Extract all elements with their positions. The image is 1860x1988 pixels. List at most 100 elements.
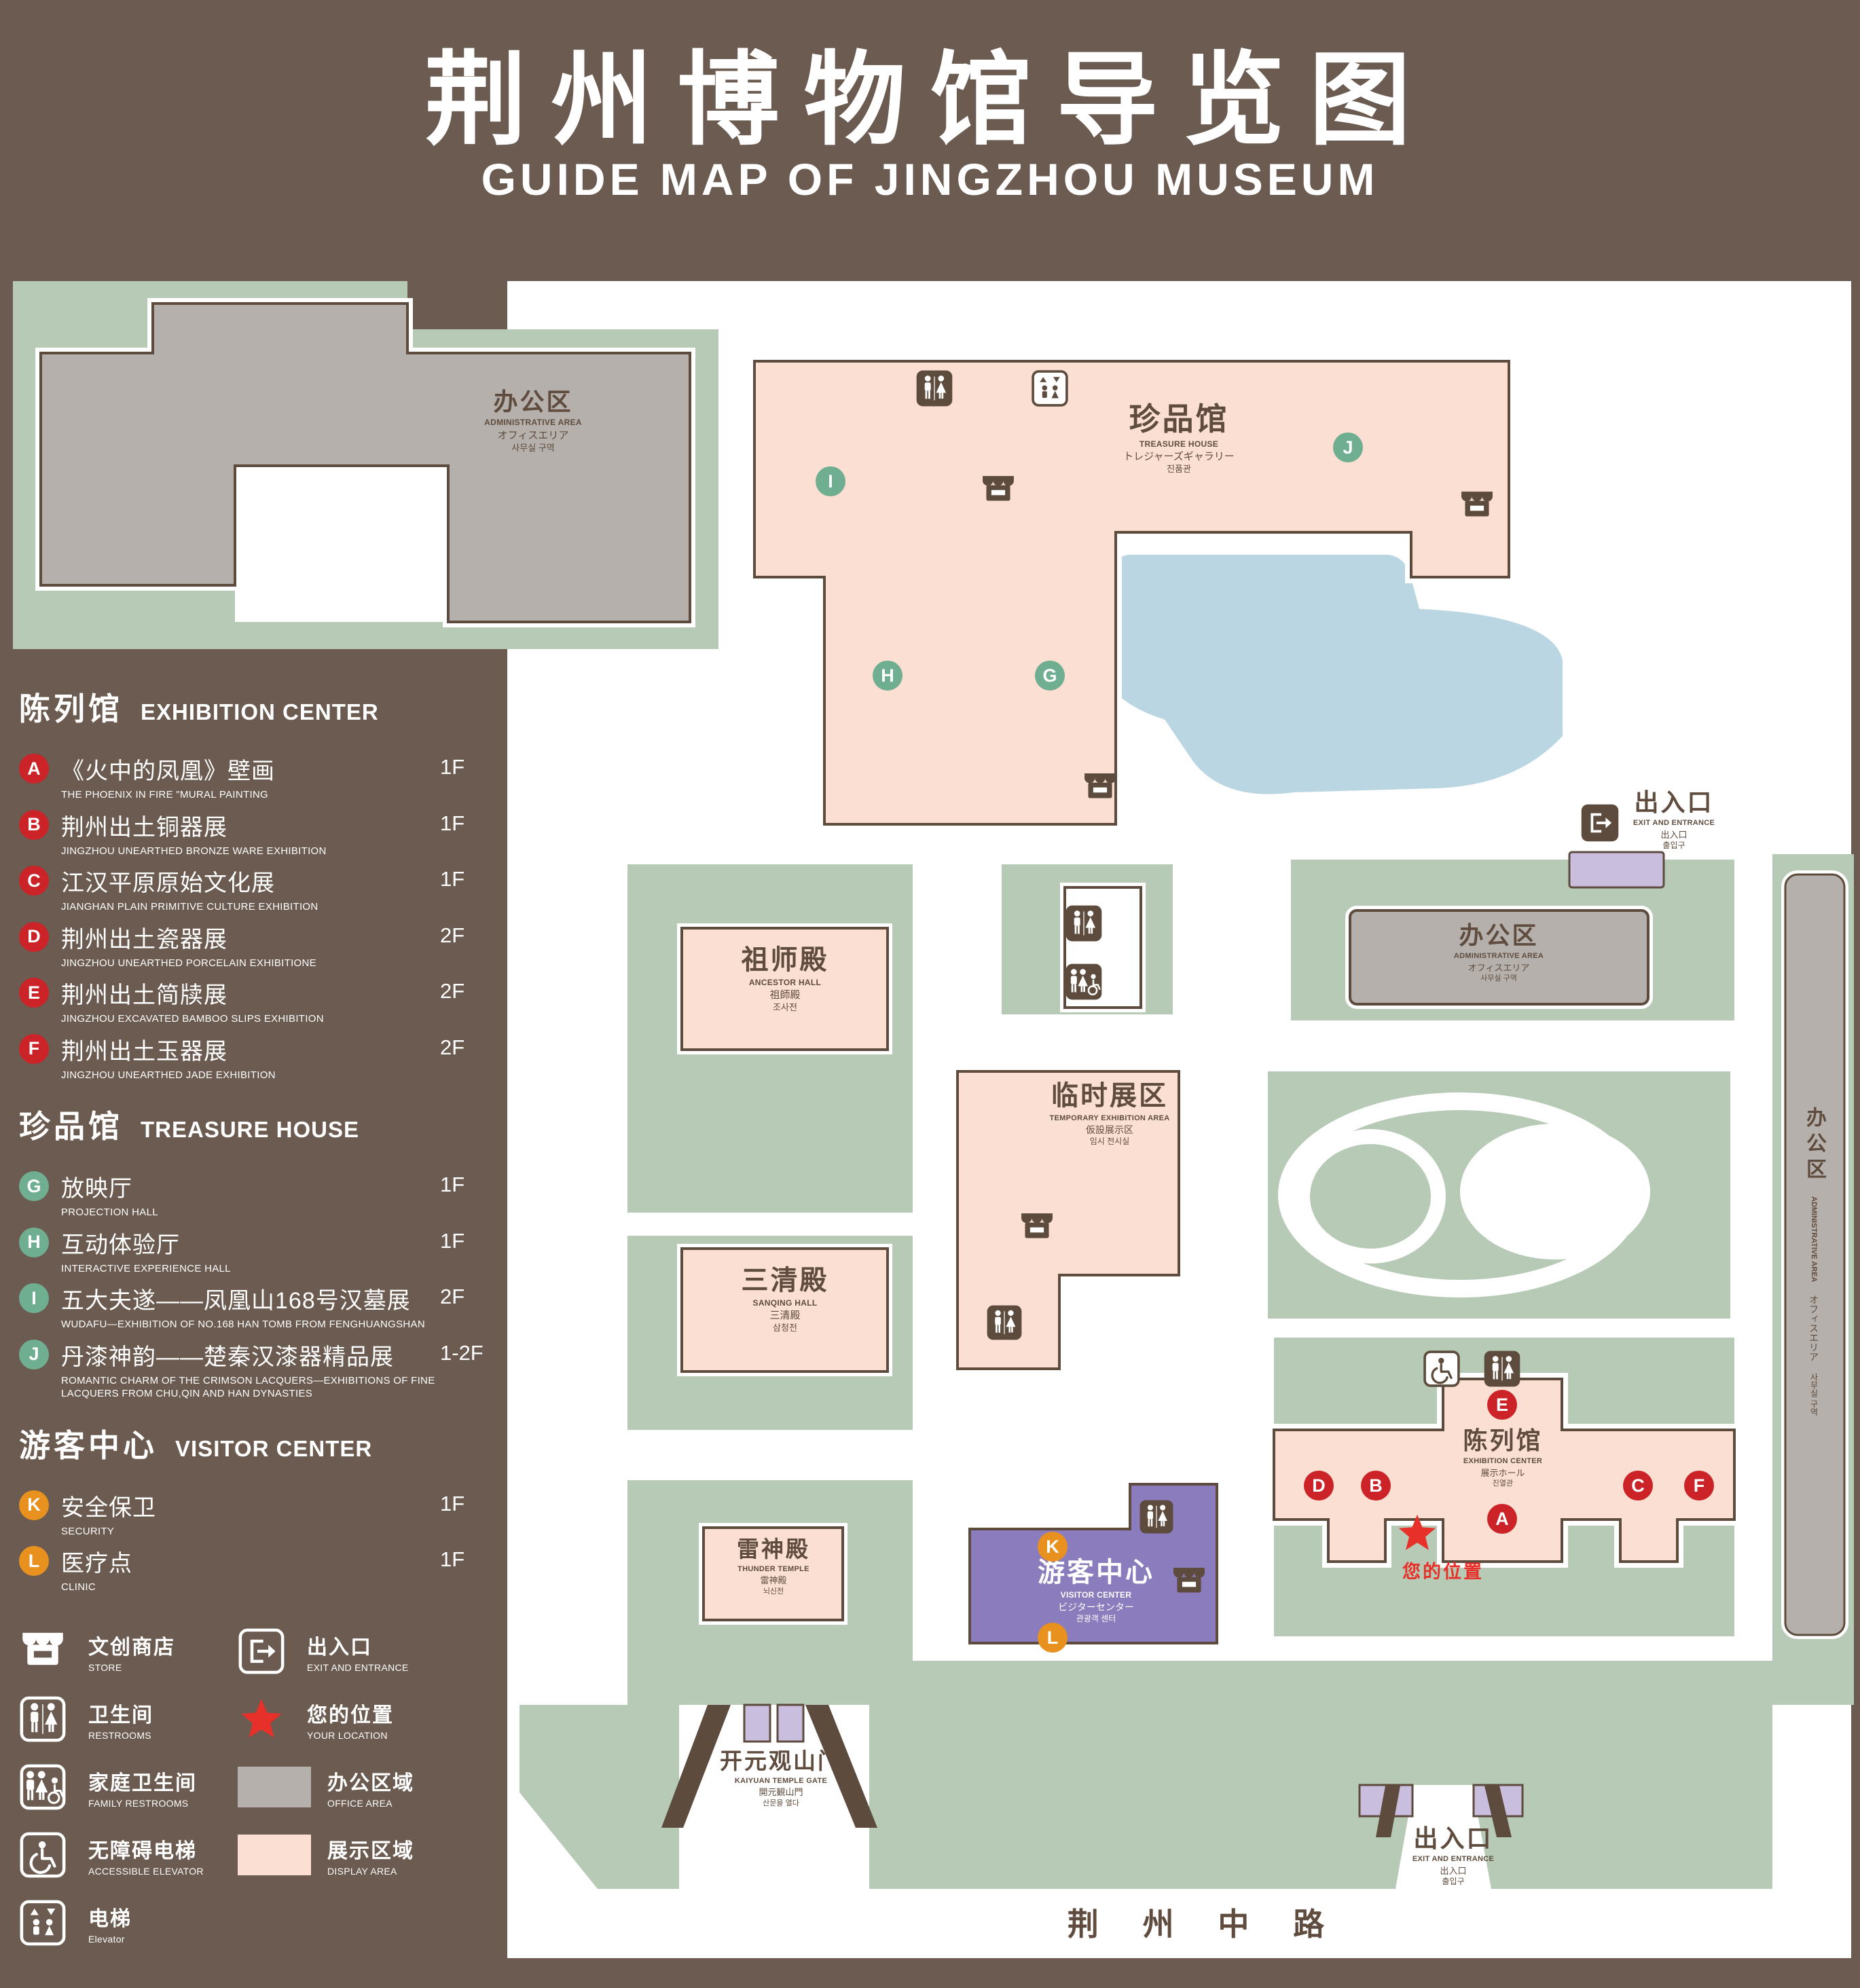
label-ancestor-hall: 祖师殿 ANCESTOR HALL 祖師殿 조사전 [741, 945, 829, 1013]
map-marker-k: K [1038, 1532, 1068, 1562]
legend-item-k: K 安全保卫 SECURITY 1F [19, 1489, 525, 1539]
building-thunder-temple [702, 1526, 844, 1621]
marker-a: A [19, 754, 49, 784]
store-icon [19, 1627, 76, 1676]
legend-symbol-restroom: 卫生间 RESTROOMS [19, 1695, 238, 1744]
legend-item-e: E 荆州出土简牍展 JINGZHOU EXCAVATED BAMBOO SLIP… [19, 976, 525, 1026]
building-admin-tl [39, 302, 691, 623]
legend-panel: 陈列馆 EXHIBITION CENTER A 《火中的凤凰》壁画 THE PH… [19, 684, 525, 1615]
store-icon [1019, 1209, 1055, 1246]
store-icon [980, 472, 1017, 509]
map-marker-h: H [873, 661, 902, 691]
legend-symbol-family-restroom: 家庭卫生间 FAMILY RESTROOMS [19, 1763, 238, 1811]
legend-item-d: D 荆州出土瓷器展 JINGZHOU UNEARTHED PORCELAIN E… [19, 921, 525, 970]
marker-h: H [19, 1227, 49, 1257]
exit-icon [1580, 803, 1620, 843]
exit-icon [238, 1627, 295, 1676]
legend-item-h: H 互动体验厅 INTERACTIVE EXPERIENCE HALL 1F [19, 1226, 525, 1276]
restroom-icon [1063, 904, 1104, 942]
floor-badge: 1-2F [440, 1340, 484, 1365]
legend-symbol-location: 您的位置 YOUR LOCATION [238, 1695, 516, 1744]
legend-item-i: I 五大夫遂——凤凰山168号汉墓展 WUDAFU—EXHIBITION OF … [19, 1282, 525, 1331]
legend-item-g: G 放映厅 PROJECTION HALL 1F [19, 1170, 525, 1219]
map-marker-b: B [1361, 1471, 1391, 1501]
section-title-zh: 游客中心 [19, 1427, 158, 1463]
gate-pad-right [776, 1704, 805, 1743]
label-exhibition-center: 陈列馆 EXHIBITION CENTER 展示ホール 진열관 [1463, 1426, 1543, 1488]
section-title-zh: 陈列馆 [19, 691, 123, 726]
marker-b: B [19, 809, 49, 840]
legend-symbol-office-area: 办公区域 OFFICE AREA [238, 1763, 516, 1811]
marker-g: G [19, 1171, 49, 1201]
label-kaiyuan-gate: 开元观山门 KAIYUAN TEMPLE GATE 開元観山門 산문을 열다 [720, 1748, 842, 1807]
legend-symbol-display-area: 展示区域 DISPLAY AREA [238, 1830, 516, 1879]
legend-item-b: B 荆州出土铜器展 JINGZHOU UNEARTHED BRONZE WARE… [19, 809, 525, 858]
garden-plaza [1460, 1124, 1650, 1259]
map-marker-l: L [1038, 1623, 1068, 1653]
label-office-mid: 办公区 ADMINISTRATIVE AREA オフィスエリア 사무실 구역 [1453, 921, 1544, 983]
marker-e: E [19, 978, 49, 1008]
building-temporary-exhibition [956, 1070, 1180, 1370]
marker-j: J [19, 1339, 49, 1369]
map-marker-i: I [816, 466, 845, 496]
label-exit-bottom: 出入口 EXIT AND ENTRANCE 出入口 출입구 [1412, 1824, 1495, 1887]
floor-badge: 1F [440, 1228, 465, 1253]
map-marker-c: C [1623, 1471, 1653, 1501]
display-area-swatch [238, 1830, 315, 1879]
legend-symbol-elevator: 电梯 Elevator [19, 1898, 238, 1947]
restroom-icon [914, 369, 955, 407]
floor-badge: 1F [440, 1547, 465, 1571]
legend-item-c: C 江汉平原原始文化展 JIANGHAN PLAIN PRIMITIVE CUL… [19, 864, 525, 914]
map-marker-d: D [1304, 1471, 1334, 1501]
map-marker-f: F [1684, 1471, 1714, 1501]
accessible-elevator-icon [1423, 1350, 1461, 1388]
section-title-en: TREASURE HOUSE [141, 1117, 360, 1142]
legend-section-exhibition-center: 陈列馆 EXHIBITION CENTER A 《火中的凤凰》壁画 THE PH… [19, 684, 525, 1082]
label-treasure-house: 珍品馆 TREASURE HOUSE トレジャーズギャラリー 진품관 [1123, 401, 1235, 474]
legend-section-treasure-house: 珍品馆 TREASURE HOUSE G 放映厅 PROJECTION HALL… [19, 1102, 525, 1401]
label-road: 荆 州 中 路 [1067, 1907, 1343, 1942]
building-exhibition-center [1273, 1378, 1736, 1563]
legend-item-f: F 荆州出土玉器展 JINGZHOU UNEARTHED JADE EXHIBI… [19, 1033, 525, 1082]
floor-badge: 2F [440, 1035, 465, 1059]
legend-symbol-exit: 出入口 EXIT AND ENTRANCE [238, 1627, 516, 1676]
page-title: 荆州博物馆导览图 [424, 43, 1436, 157]
legend-symbol-accessible-elevator: 无障碍电梯 ACCESSIBLE ELEVATOR [19, 1830, 238, 1879]
section-title-en: EXHIBITION CENTER [141, 699, 379, 724]
legend-item-j: J 丹漆神韵——楚秦汉漆器精品展 ROMANTIC CHARM OF THE C… [19, 1338, 525, 1401]
legend-section-visitor-center: 游客中心 VISITOR CENTER K 安全保卫 SECURITY 1F L… [19, 1421, 525, 1594]
marker-i: I [19, 1283, 49, 1313]
building-admin-right [1784, 873, 1846, 1636]
family-restroom-icon [19, 1763, 76, 1811]
restroom-icon [985, 1304, 1024, 1341]
elevator-icon [19, 1898, 76, 1947]
floor-badge: 1F [440, 1491, 465, 1515]
floor-badge: 1F [440, 1173, 465, 1196]
map-marker-e: E [1487, 1390, 1517, 1420]
label-sanqing-hall: 三清殿 SANQING HALL 三清殿 삼청전 [741, 1266, 829, 1333]
label-temporary-area: 临时展区 TEMPORARY EXHIBITION AREA 仮設展示区 임시 … [1049, 1081, 1170, 1146]
restroom-icon [1482, 1350, 1522, 1388]
label-exit-top: 出入口 EXIT AND ENTRANCE 出入口 출입구 [1633, 788, 1715, 851]
marker-c: C [19, 866, 49, 896]
section-title-en: VISITOR CENTER [175, 1435, 373, 1461]
map-marker-a: A [1487, 1504, 1517, 1534]
legend-item-l: L 医疗点 CLINIC 1F [19, 1545, 525, 1594]
page-subtitle: GUIDE MAP OF JINGZHOU MUSEUM [481, 154, 1379, 204]
building-sanqing-hall [680, 1247, 889, 1373]
marker-k: K [19, 1490, 49, 1520]
label-office-right: 办公区 ADMINISTRATIVE AREA オフィスエリア 사무실 구역 [1803, 1107, 1825, 1416]
floor-badge: 2F [440, 923, 465, 947]
legend-item-a: A 《火中的凤凰》壁画 THE PHOENIX IN FIRE "MURAL P… [19, 752, 525, 802]
floor-badge: 2F [440, 979, 465, 1003]
legend-symbols: 文创商店 STORE 出入口 EXIT AND ENTRANCE 卫生间 RES… [19, 1627, 516, 1947]
gate-wall-left [661, 1705, 731, 1828]
elevator-icon [1031, 369, 1069, 407]
label-your-location: 您的位置 [1402, 1562, 1484, 1582]
floor-badge: 1F [440, 811, 465, 835]
store-icon [1459, 487, 1495, 524]
label-thunder-temple: 雷神殿 THUNDER TEMPLE 雷神殿 뇌신전 [737, 1536, 810, 1596]
legend-symbol-store: 文创商店 STORE [19, 1627, 238, 1676]
floor-badge: 1F [440, 755, 465, 779]
